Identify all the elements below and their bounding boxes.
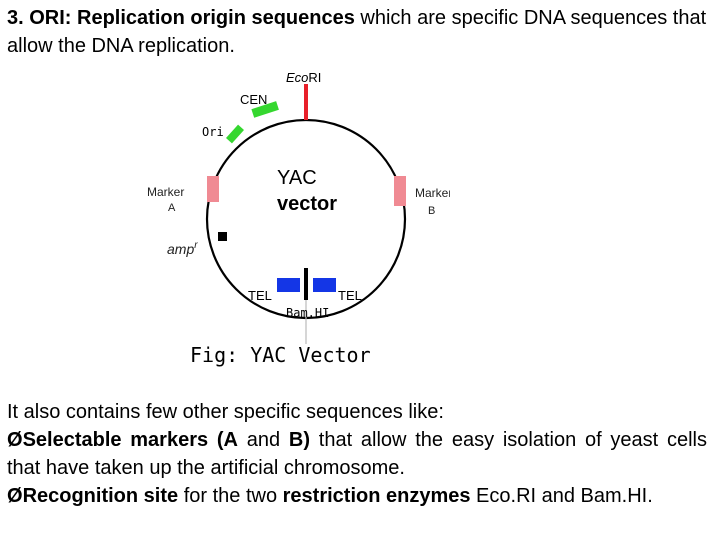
yac-vector-diagram: EcoRI CEN Ori Marker A Marker B ampr TEL…: [147, 70, 450, 367]
bullet-selectable-markers: ØSelectable markers (A and B) that allow…: [7, 429, 708, 479]
bamhi-label: Bam.HI: [286, 306, 329, 320]
vector-center-subtitle: vector: [277, 193, 337, 215]
features-paragraph: It also contains few other specific sequ…: [7, 398, 707, 510]
ori-heading: 3. ORI: Replication origin sequences: [7, 7, 355, 29]
marker-b-segment: [394, 176, 406, 206]
bamhi-site-mark: [304, 268, 308, 300]
tel-right-segment: [313, 278, 336, 292]
tel-right-label: TEL: [338, 288, 362, 303]
ori-description: which are specific DNA sequences that al…: [7, 7, 707, 57]
amp-label: ampr: [167, 240, 198, 257]
bullet-arrow-icon: Ø: [7, 429, 23, 451]
marker-b-letter: B: [428, 205, 435, 217]
cen-segment: [251, 101, 279, 118]
tel-left-label: TEL: [248, 288, 272, 303]
marker-a-segment: [207, 176, 219, 202]
ecori-label: EcoRI: [286, 70, 321, 85]
intro-paragraph: 3. ORI: Replication origin sequences whi…: [7, 4, 707, 60]
marker-a-letter: A: [168, 202, 176, 214]
features-intro-line: It also contains few other specific sequ…: [7, 401, 444, 423]
figure-caption: Fig: YAC Vector: [190, 343, 371, 367]
marker-a-label: Marker: [147, 185, 184, 199]
bullet-arrow-icon: Ø: [7, 485, 23, 507]
marker-b-label: Marker: [415, 186, 450, 200]
amp-gene-mark: [218, 232, 227, 241]
cen-label: CEN: [240, 92, 267, 107]
bullet-recognition-site: ØRecognition site for the two restrictio…: [7, 485, 653, 507]
ori-segment: [226, 124, 244, 144]
vector-center-title: YAC: [277, 167, 317, 189]
ecori-site-mark: [304, 84, 308, 120]
ori-label: Ori: [202, 125, 224, 139]
tel-left-segment: [277, 278, 300, 292]
